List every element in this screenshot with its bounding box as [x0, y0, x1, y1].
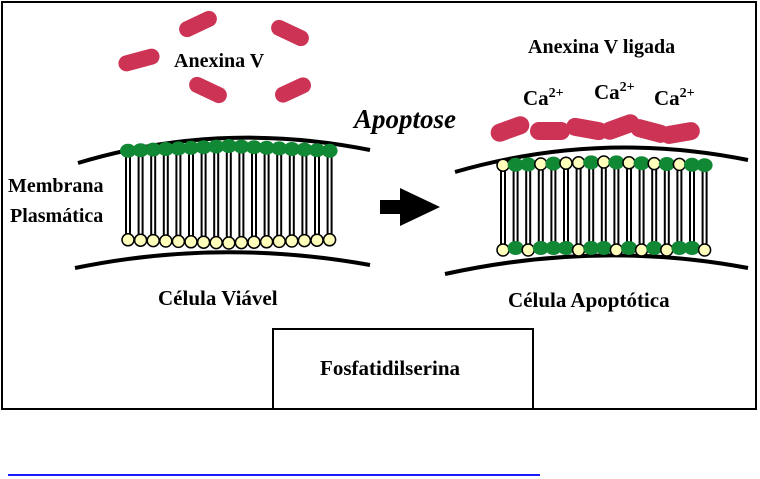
ps-head: [661, 244, 673, 256]
viable-inner-ps-heads: [122, 234, 336, 249]
green-head: [520, 157, 536, 171]
link-underline[interactable]: [8, 474, 540, 476]
green-head: [659, 157, 675, 171]
ps-head: [198, 236, 210, 248]
ps-head: [122, 234, 134, 246]
ps-head: [135, 234, 147, 246]
ps-head: [598, 156, 610, 168]
ps-head: [673, 158, 685, 170]
calcium-label: Ca2+: [594, 80, 635, 105]
ps-head: [497, 159, 509, 171]
calcium-charge: 2+: [680, 86, 695, 101]
ps-head: [522, 244, 534, 256]
ps-head: [311, 234, 323, 246]
annexin-rod: [186, 74, 229, 105]
calcium-symbol: Ca: [654, 86, 680, 110]
annexin-rod: [530, 122, 570, 140]
green-head: [596, 241, 612, 255]
green-head: [621, 241, 637, 255]
green-head: [646, 241, 662, 255]
right-arrow-icon: [380, 188, 440, 226]
ps-head: [324, 234, 336, 246]
green-head: [684, 241, 700, 255]
ps-head: [147, 235, 159, 247]
annexin-rod: [268, 17, 311, 48]
ps-head: [235, 237, 247, 249]
green-head: [508, 241, 524, 255]
ps-head: [248, 236, 260, 248]
free-annexin-label: Anexina V: [174, 50, 264, 73]
green-head: [634, 156, 650, 170]
annexin-rod: [488, 114, 532, 145]
ps-head: [648, 158, 660, 170]
ps-head: [210, 237, 222, 249]
ps-head: [172, 235, 184, 247]
ps-head: [610, 244, 622, 256]
annexin-rod: [176, 8, 219, 39]
ps-head: [636, 244, 648, 256]
ps-head: [261, 236, 273, 248]
bound-annexin-label: Anexina V ligada: [528, 36, 675, 59]
viable-cell-label: Célula Viável: [158, 286, 278, 311]
calcium-symbol: Ca: [594, 80, 620, 104]
calcium-label: Ca2+: [523, 86, 564, 111]
green-head: [608, 155, 624, 169]
green-head: [322, 144, 338, 158]
ps-head: [286, 235, 298, 247]
ps-head: [160, 235, 172, 247]
ps-head: [185, 236, 197, 248]
calcium-charge: 2+: [620, 80, 635, 95]
annexin-rod: [272, 75, 313, 106]
ps-head: [497, 244, 509, 256]
ps-head: [573, 244, 585, 256]
calcium-symbol: Ca: [523, 86, 549, 110]
apoptotic-lipid-tails: [501, 162, 707, 250]
ps-head: [273, 235, 285, 247]
legend-label: Fosfatidilserina: [320, 356, 460, 381]
apoptotic-membrane-inner-curve: [445, 255, 748, 274]
green-head: [558, 241, 574, 255]
annexin-rod: [117, 47, 162, 73]
ps-head: [560, 157, 572, 169]
membrane-label-line2: Plasmática: [10, 205, 103, 228]
apoptotic-inner-heads: [497, 241, 711, 256]
calcium-label: Ca2+: [654, 86, 695, 111]
annexin-rod: [659, 121, 702, 146]
apoptosis-label: Apoptose: [354, 104, 456, 135]
ps-head: [223, 237, 235, 249]
ps-head: [623, 157, 635, 169]
viable-membrane-inner-curve: [75, 252, 370, 268]
membrane-label-line1: Membrana: [8, 175, 104, 198]
green-head: [697, 158, 713, 172]
green-head: [583, 155, 599, 169]
ps-head: [573, 157, 585, 169]
ps-head: [298, 235, 310, 247]
viable-lipid-tails: [126, 150, 332, 243]
ps-head: [535, 158, 547, 170]
bound-annexin-molecules: [488, 112, 701, 146]
ps-head: [699, 244, 711, 256]
green-head: [545, 157, 561, 171]
apoptotic-cell-label: Célula Apoptótica: [508, 288, 670, 313]
calcium-charge: 2+: [549, 86, 564, 101]
